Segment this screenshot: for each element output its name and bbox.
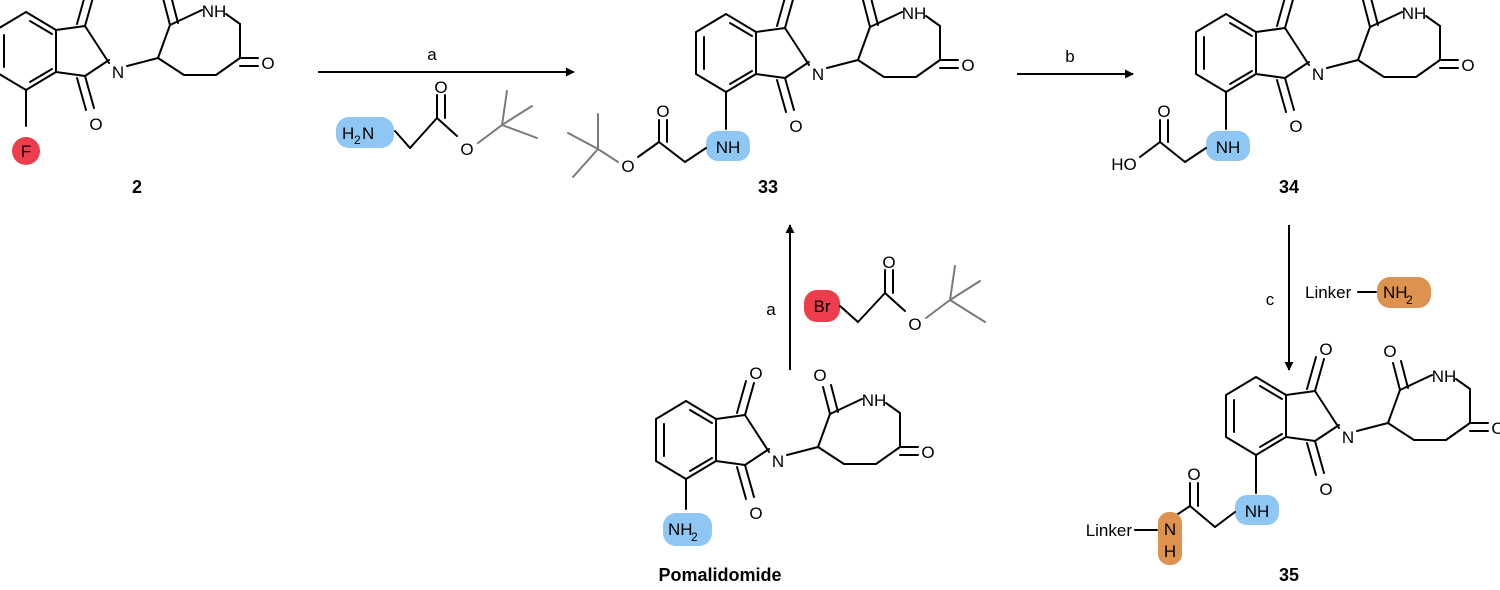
reagent-tbu-bromoacetate: Br O O	[804, 253, 986, 334]
atom-nh: NH	[202, 2, 227, 21]
atom-o: O	[749, 504, 762, 523]
atom-o: O	[882, 253, 895, 272]
atom-o: O	[1289, 117, 1302, 136]
atom-n: N	[112, 63, 124, 82]
linker-amine-highlight	[1377, 277, 1431, 308]
compound-34: N O O O NH O	[1195, 0, 1475, 136]
atom-nh: NH	[1432, 367, 1457, 386]
compound-35-sidechain: NH O N H Linker	[1086, 465, 1279, 565]
compound-34-sidechain: NH O HO	[1111, 102, 1250, 174]
atom-o: O	[261, 54, 274, 73]
reagent-glycine-tbu-ester: H 2 N O O	[336, 78, 538, 159]
amine-highlight	[1206, 131, 1250, 161]
atom-o: O	[813, 366, 826, 385]
compound-33-sidechain: NH O O	[567, 102, 750, 178]
atom-n: N	[362, 124, 374, 143]
reagent-linker-amine: Linker NH 2	[1305, 277, 1431, 308]
atom-nh: NH	[716, 138, 741, 157]
atom-o: O	[1461, 56, 1474, 75]
atom-o: O	[89, 115, 102, 134]
atom-n: N	[1164, 520, 1176, 539]
atom-subscript: 2	[691, 530, 698, 544]
compound-label-2: 2	[132, 177, 142, 197]
bromine-highlight	[804, 290, 840, 322]
atom-f: F	[21, 142, 31, 161]
atom-o: O	[621, 157, 634, 176]
atom-n: N	[1342, 428, 1354, 447]
amine-highlight	[336, 117, 394, 148]
compound-pomalidomide: N O O O NH O NH 2	[655, 364, 935, 546]
compound-label-34: 34	[1279, 177, 1299, 197]
atom-o: O	[1187, 465, 1200, 484]
atom-nh: NH	[1216, 138, 1241, 157]
compound-33: N O O O NH O	[695, 0, 975, 136]
compound-label-pomalidomide: Pomalidomide	[658, 565, 781, 585]
amine-highlight	[1235, 495, 1279, 525]
condition-c: c	[1266, 290, 1275, 309]
atom-o: O	[1491, 419, 1500, 438]
atom-nh: NH	[668, 520, 693, 539]
atom-o: O	[460, 140, 473, 159]
atom-n: N	[1312, 65, 1324, 84]
atom-o: O	[434, 78, 447, 97]
linker-text: Linker	[1086, 521, 1133, 540]
amine-highlight	[706, 131, 750, 161]
atom-n: N	[812, 65, 824, 84]
condition-a: a	[427, 45, 437, 64]
compound-2: F N O O O NH O	[0, 0, 275, 165]
atom-h: H	[342, 124, 354, 143]
atom-h: H	[1164, 542, 1176, 561]
condition-b: b	[1065, 47, 1074, 66]
atom-nh: NH	[1402, 4, 1427, 23]
amine-highlight	[663, 513, 712, 546]
compound-35: N O O O NH O	[1225, 340, 1500, 499]
atom-n: N	[772, 452, 784, 471]
atom-o: O	[961, 56, 974, 75]
atom-subscript: 2	[354, 133, 361, 147]
compound-label-35: 35	[1279, 565, 1299, 585]
atom-nh: NH	[1245, 502, 1270, 521]
atom-o: O	[1319, 340, 1332, 359]
atom-o: O	[656, 102, 669, 121]
atom-ho: HO	[1111, 155, 1137, 174]
atom-nh: NH	[902, 4, 927, 23]
condition-a-vertical: a	[766, 300, 776, 319]
atom-nh: NH	[1383, 283, 1408, 302]
atom-o: O	[1157, 102, 1170, 121]
linker-text: Linker	[1305, 283, 1352, 302]
atom-subscript: 2	[1406, 293, 1413, 307]
atom-o: O	[921, 443, 934, 462]
atom-br: Br	[814, 297, 831, 316]
atom-o: O	[1383, 342, 1396, 361]
atom-o: O	[1319, 480, 1332, 499]
atom-o: O	[908, 315, 921, 334]
linker-amine-highlight	[1158, 512, 1182, 565]
fluorine-highlight	[12, 137, 40, 165]
compound-label-33: 33	[758, 177, 778, 197]
atom-o: O	[749, 364, 762, 383]
atom-nh: NH	[862, 391, 887, 410]
atom-o: O	[789, 117, 802, 136]
